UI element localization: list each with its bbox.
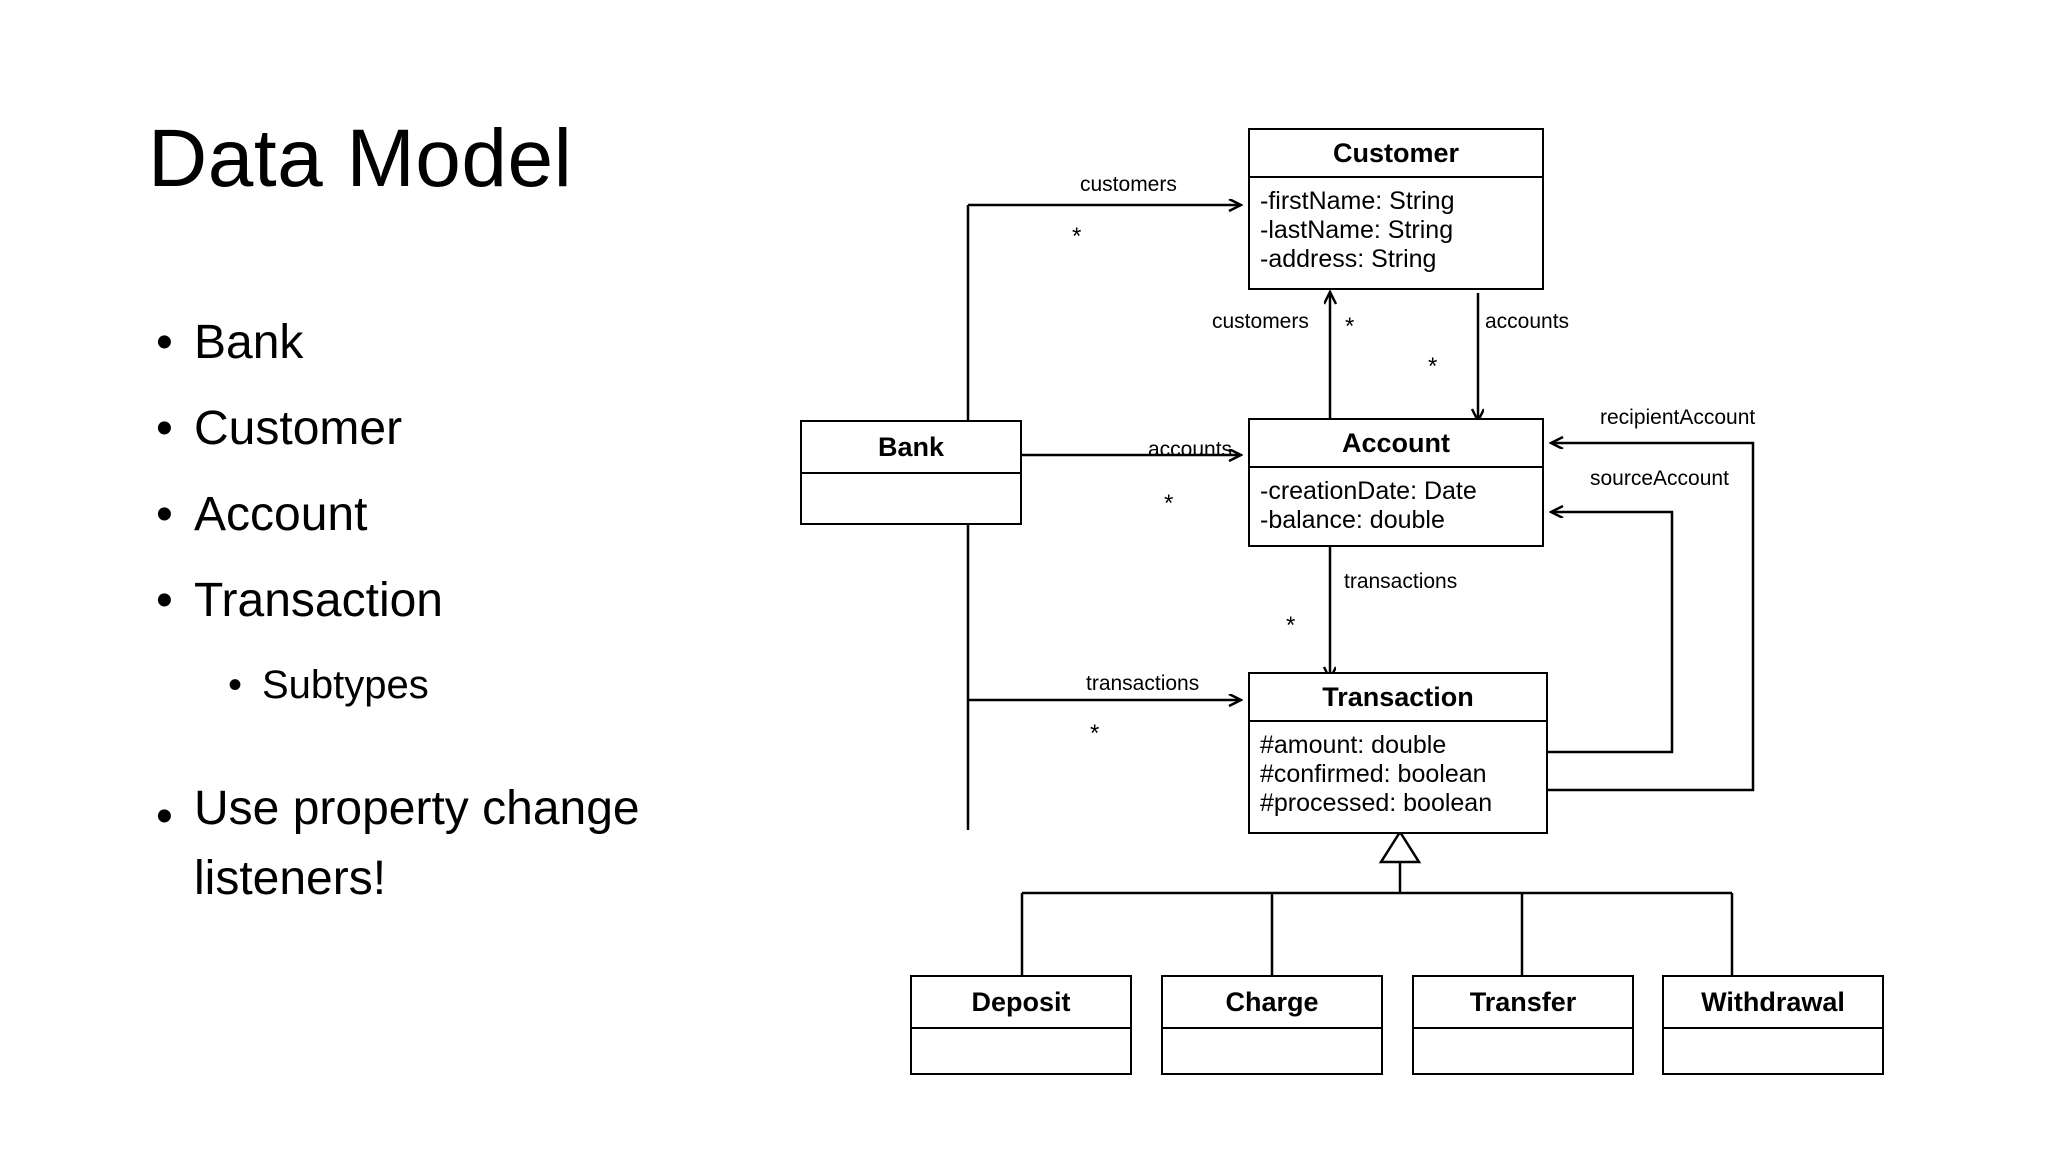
- list-item: • Use property change listeners!: [150, 774, 750, 914]
- list-item-sub: • Subtypes: [150, 644, 750, 726]
- bullet-marker-icon: •: [156, 790, 173, 843]
- uml-attributes-customer: -firstName: String -lastName: String -ad…: [1250, 178, 1542, 278]
- uml-class-name-transfer: Transfer: [1414, 977, 1632, 1029]
- list-item-label: Transaction: [194, 574, 443, 627]
- uml-class-account[interactable]: Account -creationDate: Date -balance: do…: [1248, 418, 1544, 547]
- multiplicity-customer-accounts: *: [1428, 353, 1438, 380]
- list-item: • Bank: [150, 300, 750, 386]
- uml-attribute: #amount: double: [1260, 731, 1447, 759]
- multiplicity-account-customers: *: [1345, 313, 1355, 340]
- uml-class-deposit[interactable]: Deposit: [910, 975, 1132, 1075]
- association-label-customer-accounts: accounts: [1485, 310, 1570, 333]
- list-item: • Account: [150, 472, 750, 558]
- uml-class-name-bank: Bank: [802, 422, 1020, 474]
- list-item-label: Account: [194, 488, 368, 541]
- bullet-marker-icon: •: [156, 316, 173, 369]
- uml-class-name-charge: Charge: [1163, 977, 1381, 1029]
- association-label-account-customers: customers: [1212, 310, 1309, 333]
- uml-attribute: -balance: double: [1260, 506, 1445, 534]
- multiplicity-bank-customers: *: [1072, 223, 1082, 250]
- uml-class-name-account: Account: [1250, 420, 1542, 468]
- uml-attributes-transfer: [1414, 1029, 1632, 1072]
- uml-class-transaction[interactable]: Transaction #amount: double #confirmed: …: [1248, 672, 1548, 834]
- uml-attributes-transaction: #amount: double #confirmed: boolean #pro…: [1250, 722, 1546, 822]
- uml-attributes-deposit: [912, 1029, 1130, 1072]
- list-item-label: Bank: [194, 316, 304, 369]
- bullet-marker-icon: •: [156, 574, 173, 627]
- association-label-recipient-account: recipientAccount: [1600, 406, 1756, 429]
- uml-attribute: -lastName: String: [1260, 216, 1454, 244]
- list-item: • Transaction: [150, 558, 750, 644]
- uml-attributes-withdrawal: [1664, 1029, 1882, 1072]
- bullet-marker-icon: •: [156, 488, 173, 541]
- list-item-label: Use property change listeners!: [194, 782, 640, 905]
- uml-attribute: -firstName: String: [1260, 187, 1455, 215]
- uml-attribute: #processed: boolean: [1260, 789, 1493, 817]
- uml-attributes-charge: [1163, 1029, 1381, 1072]
- page-title: Data Model: [148, 113, 573, 204]
- association-label-bank-customers: customers: [1080, 173, 1177, 196]
- uml-class-customer[interactable]: Customer -firstName: String -lastName: S…: [1248, 128, 1544, 290]
- uml-attribute: #confirmed: boolean: [1260, 760, 1487, 788]
- uml-attributes-account: -creationDate: Date -balance: double: [1250, 468, 1542, 539]
- bullet-list: • Bank • Customer • Account • Transactio…: [150, 300, 750, 914]
- multiplicity-bank-accounts: *: [1164, 490, 1174, 517]
- bullet-marker-icon: •: [156, 402, 173, 455]
- multiplicity-bank-transactions: *: [1090, 720, 1100, 747]
- uml-class-bank[interactable]: Bank: [800, 420, 1022, 525]
- uml-attribute: -creationDate: Date: [1260, 477, 1477, 505]
- list-item: • Customer: [150, 386, 750, 472]
- uml-attribute: -address: String: [1260, 245, 1437, 273]
- uml-class-name-transaction: Transaction: [1250, 674, 1546, 722]
- uml-class-transfer[interactable]: Transfer: [1412, 975, 1634, 1075]
- uml-class-withdrawal[interactable]: Withdrawal: [1662, 975, 1884, 1075]
- list-item-label: Customer: [194, 402, 403, 455]
- association-label-source-account: sourceAccount: [1590, 467, 1729, 490]
- uml-class-name-deposit: Deposit: [912, 977, 1130, 1029]
- bullet-marker-icon: •: [228, 663, 243, 707]
- association-label-bank-accounts: accounts: [1148, 438, 1233, 461]
- association-label-account-transactions: transactions: [1344, 570, 1458, 593]
- list-item-label: Subtypes: [262, 663, 429, 707]
- uml-attributes-bank: [802, 474, 1020, 522]
- uml-class-name-customer: Customer: [1250, 130, 1542, 178]
- uml-class-charge[interactable]: Charge: [1161, 975, 1383, 1075]
- multiplicity-account-transactions: *: [1286, 612, 1296, 639]
- association-label-bank-transactions: transactions: [1086, 672, 1200, 695]
- uml-class-name-withdrawal: Withdrawal: [1664, 977, 1882, 1029]
